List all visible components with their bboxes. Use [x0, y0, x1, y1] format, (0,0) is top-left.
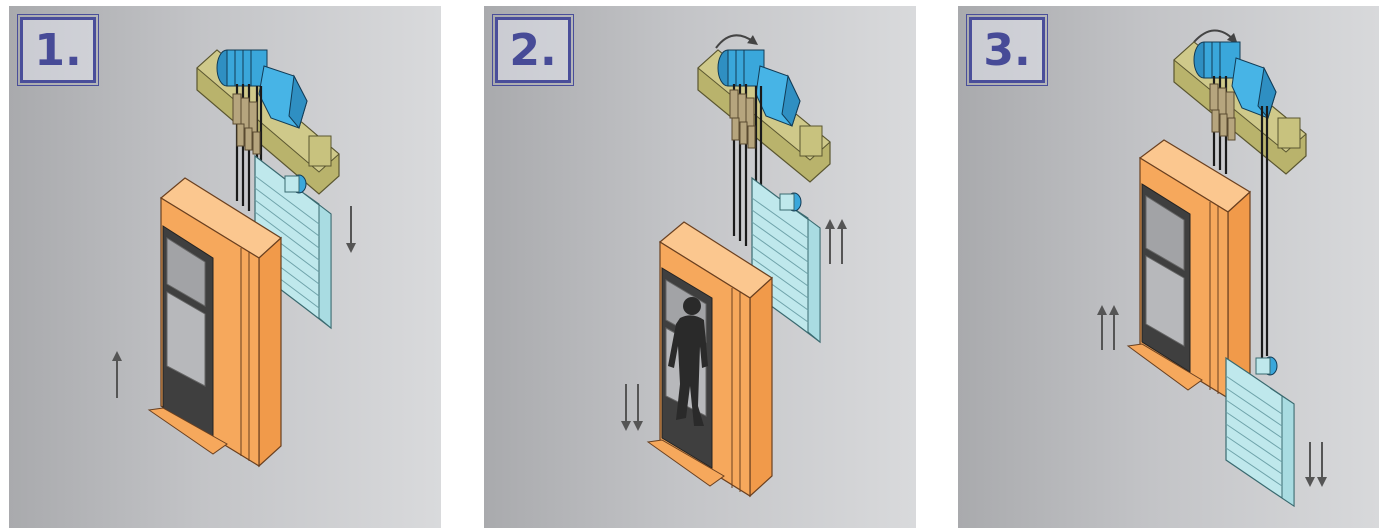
counterweight-arrows-down [1310, 442, 1322, 482]
counterweight [1226, 357, 1294, 506]
panel-step-3: 3. [958, 6, 1379, 528]
step-number-badge: 2. [495, 17, 571, 83]
elevator-car [1128, 140, 1250, 398]
panel-step-1: 1. [9, 6, 441, 528]
rotation-arrow-icon [716, 35, 754, 48]
counterweight-arrows-up [830, 224, 842, 264]
rope-clamps [1210, 84, 1235, 140]
panel-step-2: 2. [484, 6, 916, 528]
car-arrows-up [1102, 310, 1114, 350]
rope-clamps [233, 94, 260, 154]
rope-clamps [730, 90, 755, 148]
car-arrows-down [626, 384, 638, 426]
rotation-arrow-icon [1194, 30, 1234, 42]
step-number-badge: 1. [20, 17, 96, 83]
step-number-badge: 3. [969, 17, 1045, 83]
